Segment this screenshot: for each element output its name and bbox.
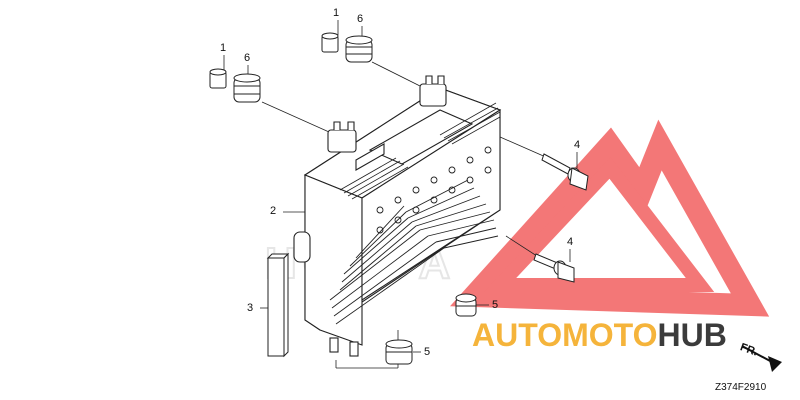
brand-part-auto: AUTO xyxy=(472,317,563,353)
callout-part-5-right: 5 xyxy=(492,299,499,311)
watermark-logo xyxy=(449,119,770,317)
inverter-unit-part-2 xyxy=(293,75,502,357)
rubber-foot-part-5-bottom xyxy=(385,339,413,365)
callout-part-4-upper: 4 xyxy=(574,139,581,151)
rubber-foot-part-5-right xyxy=(455,293,477,317)
bolt-part-4-lower xyxy=(533,253,575,283)
diagram-code: Z374F2910 xyxy=(715,382,767,393)
callout-part-1-upper: 1 xyxy=(333,7,340,19)
grommet-part-6-lower xyxy=(233,73,261,103)
callout-part-4-lower: 4 xyxy=(567,236,574,248)
rubber-strip-part-3 xyxy=(266,252,290,358)
collar-part-1-lower xyxy=(209,68,227,89)
callout-part-2: 2 xyxy=(270,205,277,217)
front-direction-arrow xyxy=(741,345,782,372)
callout-part-1-lower: 1 xyxy=(220,42,227,54)
callout-part-3: 3 xyxy=(247,302,254,314)
collar-part-1-upper xyxy=(321,32,339,53)
callout-part-5-bottom: 5 xyxy=(424,346,431,358)
brand-part-moto: MOTO xyxy=(562,317,658,353)
grommet-part-6-upper xyxy=(345,35,373,63)
bolt-part-4-upper xyxy=(541,153,589,191)
callout-part-6-lower: 6 xyxy=(244,52,251,64)
watermark-brand-text: AUTOMOTOHUB xyxy=(472,318,727,352)
brand-part-hub: HUB xyxy=(657,317,727,353)
callout-part-6-upper: 6 xyxy=(357,13,364,25)
